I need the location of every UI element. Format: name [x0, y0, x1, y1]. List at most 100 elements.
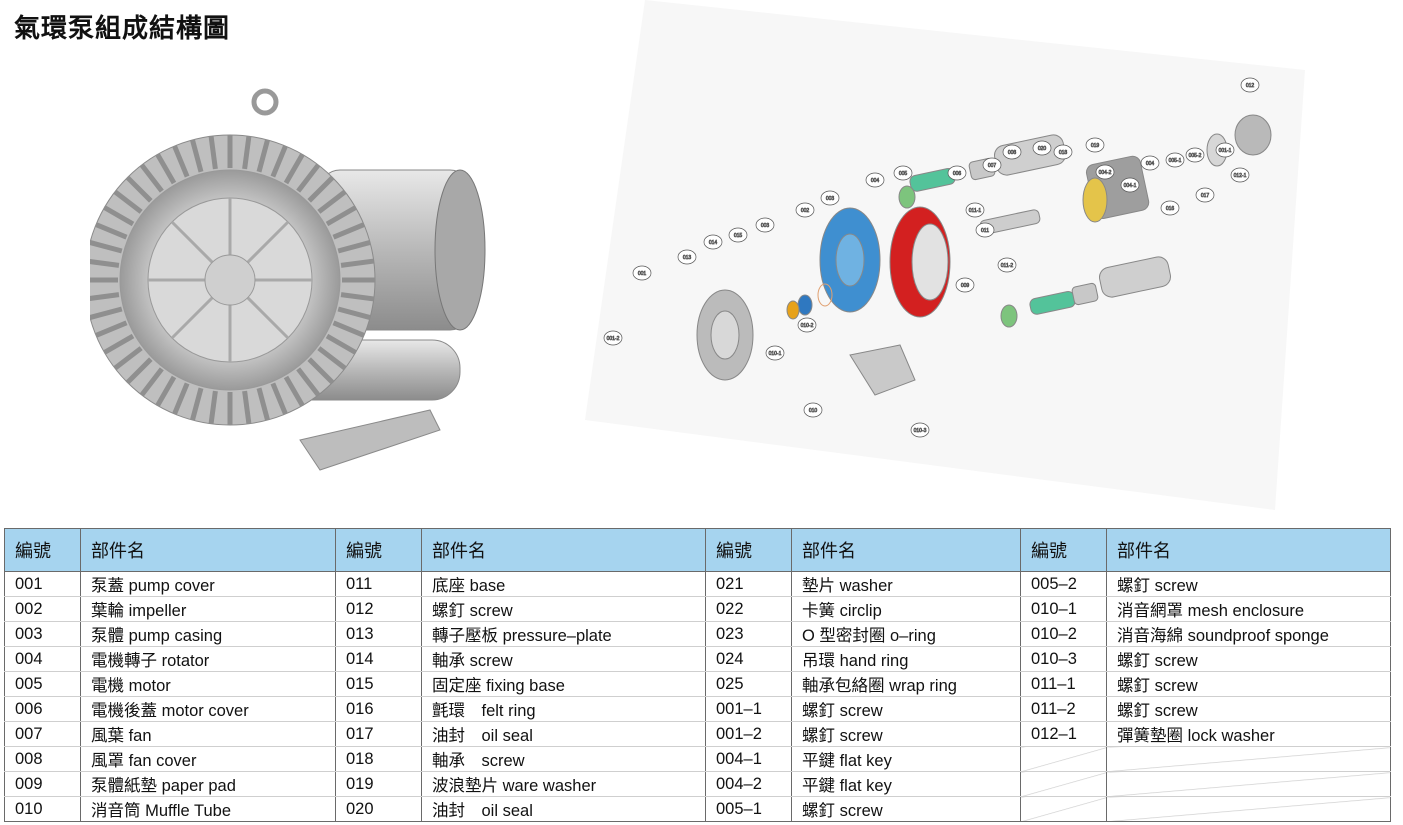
- cell-name-3: 螺釘 screw: [791, 696, 1021, 722]
- callout-label: 009: [961, 283, 970, 289]
- cell-name-3: 吊環 hand ring: [791, 646, 1021, 672]
- cell-name-4: [1106, 771, 1391, 797]
- callout-label: 008: [1008, 150, 1017, 156]
- header-code-1: 編號: [4, 528, 81, 572]
- cell-code-1: 008: [4, 746, 81, 772]
- callout-bubble: [997, 257, 1017, 273]
- callout-bubble: [1160, 200, 1180, 216]
- cell-name-2: 油封 oil seal: [421, 796, 706, 822]
- callout-label: 004-1: [1124, 183, 1137, 189]
- callout-label: 004: [871, 178, 880, 184]
- cell-name-4: 螺釘 screw: [1106, 646, 1391, 672]
- cell-code-3: 023: [705, 621, 792, 647]
- header-name-3: 部件名: [791, 528, 1021, 572]
- callout-bubble: [1085, 137, 1105, 153]
- callout-label: 018: [1059, 150, 1068, 156]
- header-name-2: 部件名: [421, 528, 706, 572]
- cell-code-2: 013: [335, 621, 422, 647]
- callout-bubble: [1140, 155, 1160, 171]
- cell-code-2: 011: [335, 571, 422, 597]
- cell-name-1: 消音筒 Muffle Tube: [80, 796, 336, 822]
- callout-bubble: [755, 217, 775, 233]
- cell-code-2: 020: [335, 796, 422, 822]
- cell-code-4: 005–2: [1020, 571, 1107, 597]
- callout-label: 005-2: [1189, 153, 1202, 159]
- cell-name-2: 軸承 screw: [421, 646, 706, 672]
- cell-code-3: 004–2: [705, 771, 792, 797]
- callout-label: 014: [709, 240, 718, 246]
- cell-name-4: 消音網罩 mesh enclosure: [1106, 596, 1391, 622]
- callout-bubble: [632, 265, 652, 281]
- cell-code-4: 011–1: [1020, 671, 1107, 697]
- table-header-row: 編號 部件名 編號 部件名 編號 部件名 編號 部件名: [4, 528, 1391, 572]
- cell-code-2: 016: [335, 696, 422, 722]
- cell-name-3: 墊片 washer: [791, 571, 1021, 597]
- callout-label: 015: [734, 233, 743, 239]
- cell-code-1: 009: [4, 771, 81, 797]
- cell-name-4: [1106, 746, 1391, 772]
- cell-name-2: 螺釘 screw: [421, 596, 706, 622]
- callout-label: 011-1: [969, 208, 982, 214]
- header-name-1: 部件名: [80, 528, 336, 572]
- cell-name-1: 泵體紙墊 paper pad: [80, 771, 336, 797]
- callout-bubble: [1240, 77, 1260, 93]
- callout-bubble: [947, 165, 967, 181]
- callout-label: 010: [809, 408, 818, 414]
- cell-name-1: 風罩 fan cover: [80, 746, 336, 772]
- cell-code-2: 018: [335, 746, 422, 772]
- cell-name-3: 螺釘 screw: [791, 721, 1021, 747]
- callout-label: 011: [981, 228, 989, 234]
- page-title: 氣環泵組成結構圖: [14, 14, 231, 44]
- cell-code-3: 021: [705, 571, 792, 597]
- callout-bubble: [1230, 167, 1250, 183]
- callout-bubble: [803, 402, 823, 418]
- callout-label: 005: [899, 171, 908, 177]
- cell-code-3: 025: [705, 671, 792, 697]
- callout-label: 004: [1146, 161, 1155, 167]
- cell-name-4: [1106, 796, 1391, 822]
- cell-name-3: 平鍵 flat key: [791, 746, 1021, 772]
- cell-code-3: 022: [705, 596, 792, 622]
- cell-name-3: 螺釘 screw: [791, 796, 1021, 822]
- cell-code-1: 005: [4, 671, 81, 697]
- callout-bubble: [795, 202, 815, 218]
- cell-name-1: 葉輪 impeller: [80, 596, 336, 622]
- cell-code-3: 001–1: [705, 696, 792, 722]
- callout-bubble: [955, 277, 975, 293]
- cell-code-4: 012–1: [1020, 721, 1107, 747]
- cell-code-2: 019: [335, 771, 422, 797]
- callout-label: 010-2: [801, 323, 814, 329]
- callout-bubble: [910, 422, 930, 438]
- callout-label: 012: [1246, 83, 1255, 89]
- cell-code-1: 007: [4, 721, 81, 747]
- cell-name-3: 平鍵 flat key: [791, 771, 1021, 797]
- cell-code-4: [1020, 796, 1107, 822]
- callout-label: 006: [953, 171, 962, 177]
- cell-name-2: 轉子壓板 pressure–plate: [421, 621, 706, 647]
- cell-name-1: 電機後蓋 motor cover: [80, 696, 336, 722]
- callout-bubble: [975, 222, 995, 238]
- callout-bubble: [1120, 177, 1140, 193]
- cell-name-4: 螺釘 screw: [1106, 696, 1391, 722]
- cell-name-3: 卡簧 circlip: [791, 596, 1021, 622]
- cell-code-1: 002: [4, 596, 81, 622]
- cell-code-3: 005–1: [705, 796, 792, 822]
- callout-label: 012-1: [1234, 173, 1247, 179]
- callout-label: 003: [761, 223, 770, 229]
- cell-name-4: 螺釘 screw: [1106, 671, 1391, 697]
- cell-name-4: 消音海綿 soundproof sponge: [1106, 621, 1391, 647]
- callout-bubble: [603, 330, 623, 346]
- cell-code-1: 010: [4, 796, 81, 822]
- cell-code-4: 010–2: [1020, 621, 1107, 647]
- cell-name-3: 軸承包絡圈 wrap ring: [791, 671, 1021, 697]
- header-code-3: 編號: [705, 528, 792, 572]
- callout-bubble: [1002, 144, 1022, 160]
- callout-bubble: [965, 202, 985, 218]
- callout-bubble: [1215, 142, 1235, 158]
- callout-bubble: [982, 157, 1002, 173]
